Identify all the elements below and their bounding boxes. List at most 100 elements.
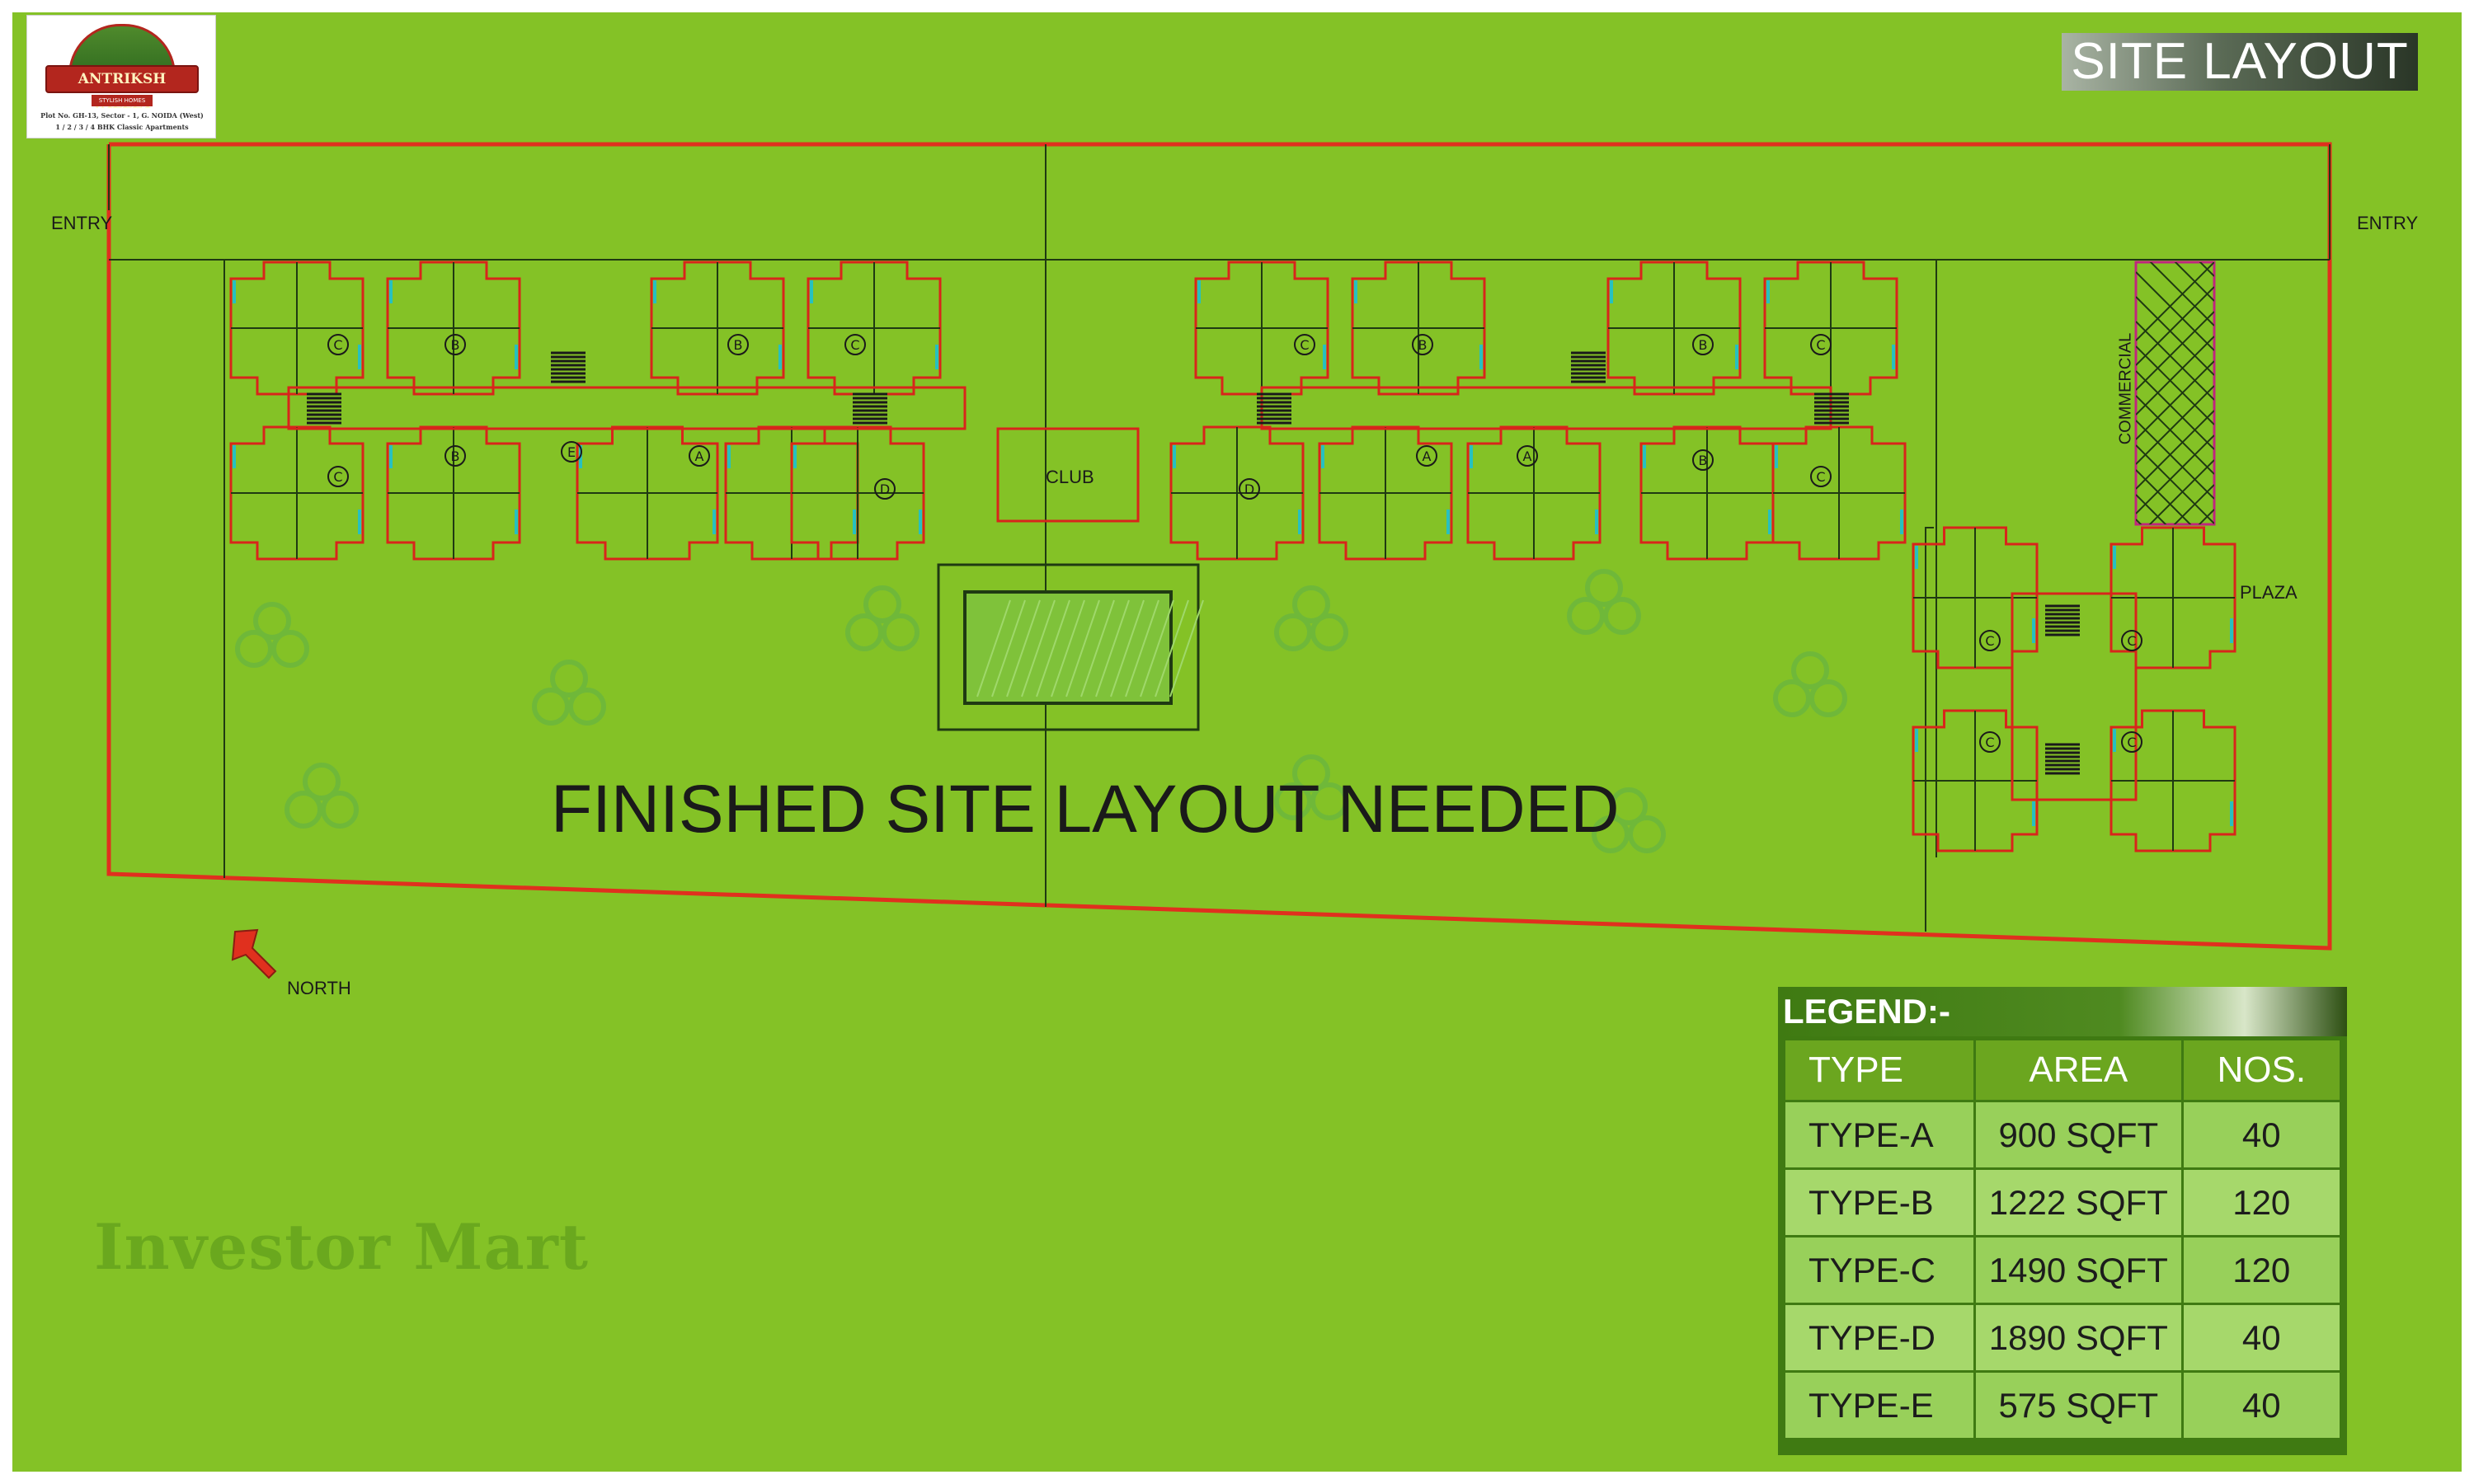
legend-col-type: TYPE xyxy=(1782,1038,1977,1102)
unit-type-marker: C xyxy=(844,334,866,355)
unit-type-marker: B xyxy=(1412,334,1433,355)
svg-text:A: A xyxy=(1423,448,1432,464)
stair-icon xyxy=(2045,743,2080,775)
legend-col-area: AREA xyxy=(1973,1038,2184,1102)
svg-text:C: C xyxy=(2127,735,2136,750)
stair-icon xyxy=(1814,392,1849,425)
tree-cluster-icon xyxy=(1274,754,1348,820)
pool-deck xyxy=(937,563,1200,731)
unit-type-marker: A xyxy=(689,445,710,467)
tree-cluster-icon xyxy=(1773,651,1847,717)
svg-text:B: B xyxy=(1699,453,1708,468)
unit-type-marker: C xyxy=(1810,334,1832,355)
svg-text:C: C xyxy=(333,337,342,353)
legend-cell-type: TYPE-E xyxy=(1782,1370,1977,1440)
entry-left-label: ENTRY xyxy=(51,213,113,233)
svg-text:C: C xyxy=(1985,633,1994,649)
apartment-unit xyxy=(1194,261,1329,396)
stair-icon xyxy=(307,392,341,425)
tree-cluster-icon xyxy=(1592,787,1666,853)
logo-address: Plot No. GH-13, Sector - 1, G. NOIDA (We… xyxy=(40,111,204,120)
svg-text:B: B xyxy=(1418,337,1427,353)
legend-cell-area: 575 SQFT xyxy=(1973,1370,2184,1440)
legend-cell-area: 1490 SQFT xyxy=(1973,1235,2184,1305)
legend-cell-area: 1890 SQFT xyxy=(1973,1303,2184,1373)
unit-type-marker: C xyxy=(1979,630,2001,651)
apartment-unit xyxy=(1771,425,1907,561)
unit-type-marker: B xyxy=(727,334,749,355)
unit-type-marker: B xyxy=(444,334,466,355)
apartment-unit xyxy=(1318,425,1453,561)
unit-type-marker: C xyxy=(2121,630,2142,651)
legend-cell-nos: 120 xyxy=(2180,1167,2343,1237)
unit-type-marker: D xyxy=(874,478,896,500)
apartment-unit xyxy=(1351,261,1486,396)
svg-text:A: A xyxy=(695,448,704,464)
apartment-unit xyxy=(576,425,719,561)
svg-text:C: C xyxy=(850,337,859,353)
legend-cell-area: 1222 SQFT xyxy=(1973,1167,2184,1237)
apartment-unit xyxy=(1912,526,2039,669)
legend-cell-nos: 40 xyxy=(2180,1100,2343,1170)
commercial-block xyxy=(2134,261,2216,526)
watermark: Investor Mart xyxy=(94,1210,589,1284)
apartment-unit xyxy=(807,261,942,396)
unit-type-marker: B xyxy=(1692,449,1714,471)
apartment-unit xyxy=(1606,261,1742,396)
north-arrow-icon xyxy=(231,928,277,979)
unit-type-marker: B xyxy=(1692,334,1714,355)
unit-type-marker: C xyxy=(1979,731,2001,753)
svg-text:B: B xyxy=(1699,337,1708,353)
legend-cell-area: 900 SQFT xyxy=(1973,1100,2184,1170)
legend-cell-nos: 120 xyxy=(2180,1235,2343,1305)
apartment-unit xyxy=(386,261,521,396)
svg-text:D: D xyxy=(1244,481,1254,497)
commercial-label: COMMERCIAL xyxy=(2116,332,2135,445)
unit-type-marker: C xyxy=(327,334,349,355)
apartment-unit xyxy=(229,261,365,396)
apartment-unit xyxy=(650,261,785,396)
svg-text:C: C xyxy=(1985,735,1994,750)
svg-text:B: B xyxy=(451,337,460,353)
legend-cell-nos: 40 xyxy=(2180,1370,2343,1440)
svg-text:B: B xyxy=(734,337,743,353)
tree-cluster-icon xyxy=(845,585,920,651)
legend-cell-type: TYPE-D xyxy=(1782,1303,1977,1373)
apartment-unit xyxy=(790,425,925,561)
logo-name: ANTRIKSH VALLEY xyxy=(45,65,199,112)
tree-cluster-icon xyxy=(285,763,359,829)
apartment-unit xyxy=(1763,261,1898,396)
svg-text:D: D xyxy=(880,481,890,497)
plaza-label: PLAZA xyxy=(2240,582,2298,603)
unit-type-marker: A xyxy=(1517,445,1538,467)
legend-row: TYPE-E 575 SQFT 40 xyxy=(1782,1370,2343,1440)
stair-icon xyxy=(2045,604,2080,636)
tree-cluster-icon xyxy=(532,660,606,726)
apartment-unit xyxy=(229,425,365,561)
north-label: NORTH xyxy=(287,978,351,998)
svg-text:B: B xyxy=(451,448,460,464)
svg-text:C: C xyxy=(1816,469,1825,485)
legend-row: TYPE-B 1222 SQFT 120 xyxy=(1782,1167,2343,1237)
legend-row: TYPE-C 1490 SQFT 120 xyxy=(1782,1235,2343,1305)
svg-text:C: C xyxy=(1816,337,1825,353)
logo-tagline: STYLISH HOMES xyxy=(92,95,153,106)
page-title: SITE LAYOUT xyxy=(2062,33,2418,91)
legend-cell-type: TYPE-B xyxy=(1782,1167,1977,1237)
tree-cluster-icon xyxy=(235,602,309,668)
legend-cell-type: TYPE-A xyxy=(1782,1100,1977,1170)
club-label: CLUB xyxy=(1046,467,1094,487)
legend-header-row: TYPE AREA NOS. xyxy=(1782,1038,2343,1102)
apartment-unit xyxy=(2109,709,2236,852)
unit-type-marker: C xyxy=(327,466,349,487)
svg-text:C: C xyxy=(1300,337,1309,353)
legend-row: TYPE-D 1890 SQFT 40 xyxy=(1782,1303,2343,1373)
stair-icon xyxy=(1571,351,1606,383)
unit-type-marker: A xyxy=(1416,445,1437,467)
tree-cluster-icon xyxy=(1567,569,1641,635)
legend-panel: LEGEND:- TYPE AREA NOS. TYPE-A 900 SQFT … xyxy=(1778,987,2347,1455)
stair-icon xyxy=(853,392,887,425)
legend-cell-type: TYPE-C xyxy=(1782,1235,1977,1305)
club-building xyxy=(996,427,1140,523)
